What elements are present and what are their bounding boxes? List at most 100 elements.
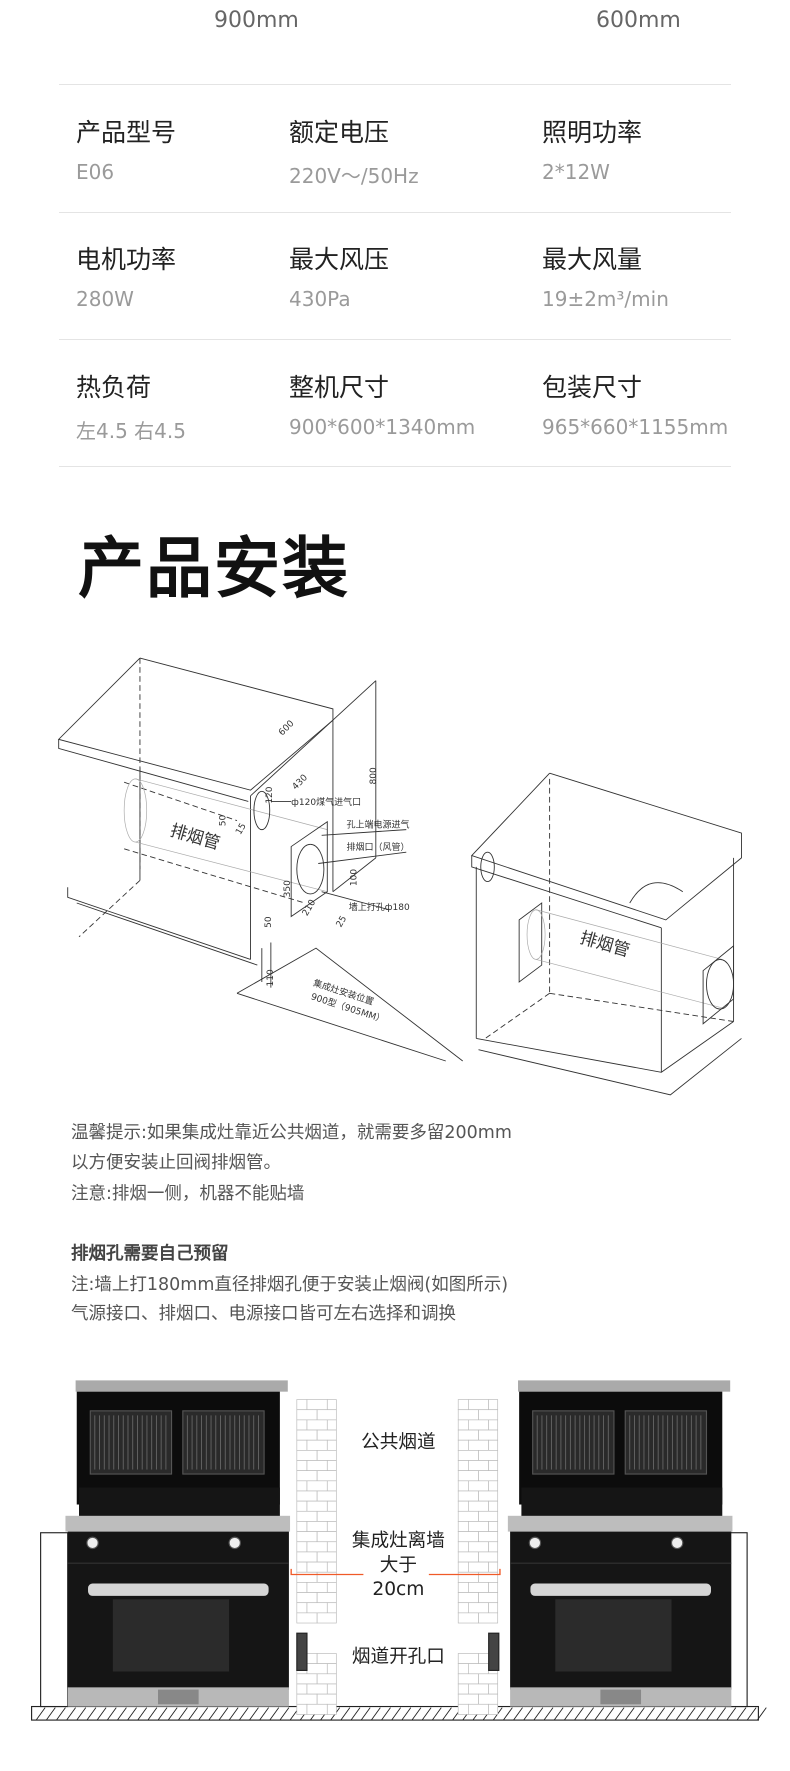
hatch-line [675,1707,686,1721]
spec-value-package: 965*660*1155mm [542,415,729,439]
flue-opening [488,1632,500,1671]
tip-line-1: 温馨提示:如果集成灶靠近公共烟道，就需要多留200mm [71,1123,512,1143]
hatch-line [56,1707,66,1721]
depth-dimension: 600mm [596,8,681,33]
hatch-line [228,1707,239,1721]
brick [457,1450,479,1461]
brick [478,1592,499,1604]
spec-label-pressure: 最大风压 [289,245,390,274]
brick [296,1399,308,1411]
stove-top-trim [507,1515,733,1532]
hatch-line [238,1707,249,1721]
hatch-line [411,1707,422,1721]
brick [296,1693,318,1705]
brick [326,1480,337,1492]
hatch-line [594,1707,605,1721]
brick [478,1510,499,1522]
brick [468,1439,490,1451]
brick [296,1703,308,1715]
hatch-line [350,1707,361,1721]
brick [488,1541,499,1553]
brick [306,1582,328,1593]
brick [306,1480,328,1492]
brick [316,1653,337,1664]
spec-value-motor: 280W [76,287,134,311]
distance-marker-right [428,1568,501,1576]
brick [306,1419,328,1431]
oven-handle [530,1583,711,1596]
brick [468,1500,490,1512]
hatch-line [370,1707,381,1721]
brick [457,1582,469,1593]
spec-label-lighting: 照明功率 [542,118,643,147]
hatch-line [421,1707,432,1721]
brick [457,1551,479,1563]
dim-350: 350 [283,880,293,897]
brick [457,1409,479,1421]
brick [457,1612,479,1624]
brick [326,1439,337,1451]
hatch-line [645,1707,655,1721]
hatch-line [127,1707,137,1721]
hatch-line [604,1707,615,1721]
spec-label-package: 包装尺寸 [542,373,643,402]
pipe-label: 排烟管 [168,820,222,853]
hatch-line [360,1707,371,1721]
brick [326,1683,337,1695]
brick [488,1419,499,1431]
exhaust-note-2: 气源接口、排烟口、电源接口皆可左右选择和调换 [71,1304,456,1324]
knob [228,1536,241,1550]
brick [457,1399,469,1411]
brick [457,1521,469,1532]
brick [488,1500,499,1512]
brick [457,1429,479,1441]
brick [478,1470,499,1482]
dim-50-top: 50 [219,815,229,827]
spec-label-model: 产品型号 [76,118,177,147]
brick [488,1683,499,1695]
hatch-line [523,1707,534,1721]
brick [468,1541,490,1553]
brick [296,1683,308,1695]
brick [296,1673,318,1685]
brick [316,1571,337,1583]
dim-25: 25 [335,914,349,929]
brick [316,1673,337,1685]
dim-430: 430 [291,773,310,792]
spec-label-heat-load: 热负荷 [76,373,152,402]
brick [468,1399,490,1411]
floor-hatch [35,1707,767,1721]
cookers [65,1380,733,1707]
brick [457,1419,469,1431]
brick [457,1531,479,1543]
spec-value-model: E06 [76,160,115,184]
brick [306,1521,328,1532]
brick [457,1490,479,1502]
hatch-line [249,1707,259,1721]
oven-handle [88,1583,269,1596]
brick [457,1663,469,1675]
hatch-line [716,1707,727,1721]
hatch-line [614,1707,625,1721]
installation-diagram-right: 排烟管 [470,772,742,1096]
distance-label-3: 20cm [372,1579,424,1600]
hatch-line [624,1707,635,1721]
brick [326,1602,337,1614]
brick [457,1439,469,1451]
dim-600: 600 [277,719,296,738]
brick [316,1490,337,1502]
hatch-line [269,1707,280,1721]
dim-120: 120 [265,786,275,803]
brick [306,1663,328,1675]
integrated-stove [507,1380,733,1707]
divider [59,212,731,213]
hatch-line [533,1707,544,1721]
hatch-line [198,1707,209,1721]
hatch-line [259,1707,269,1721]
brick [326,1500,337,1512]
brick [316,1450,337,1461]
brick [316,1510,337,1522]
brick [296,1500,308,1512]
dim-100: 100 [350,869,360,886]
brick [316,1693,337,1705]
